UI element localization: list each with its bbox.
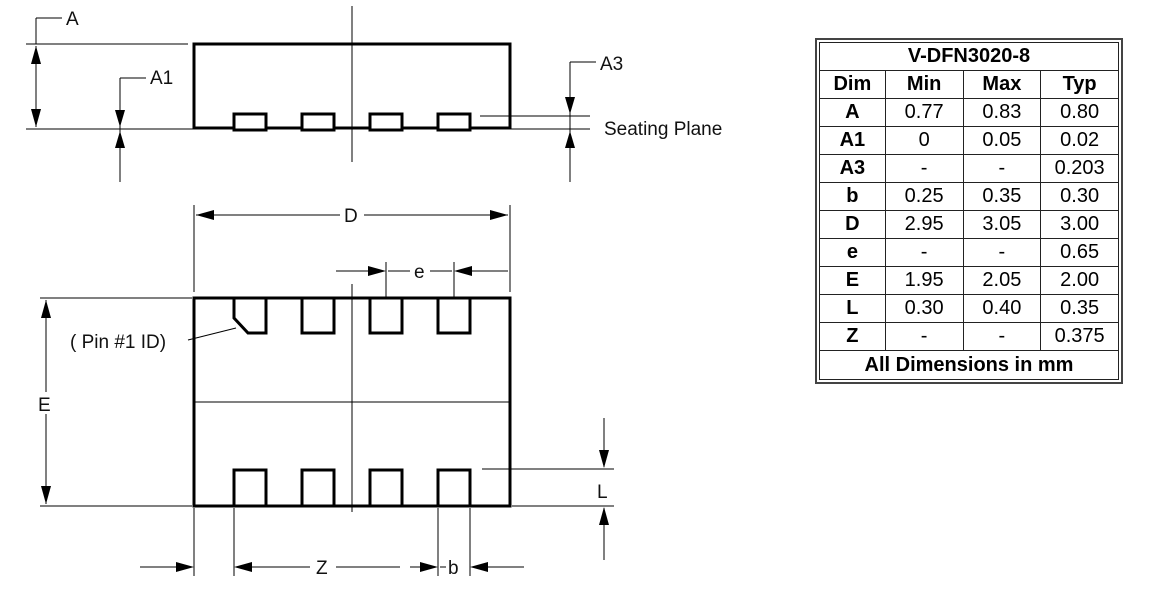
cell-min: 0.25 [884,182,964,211]
cell-dim: A3 [819,154,886,183]
table-row: D 2.95 3.05 3.00 [819,210,1119,239]
pad-top-4 [436,296,472,335]
pad-bottom-1 [232,468,268,508]
table-footer: All Dimensions in mm [819,350,1119,380]
side-pad-1 [232,112,268,132]
table-row: A 0.77 0.83 0.80 [819,98,1119,127]
cell-typ: 0.30 [1040,182,1119,211]
dim-label-d: D [344,206,358,227]
cell-typ: 0.65 [1040,238,1119,267]
table-row: A1 0 0.05 0.02 [819,126,1119,155]
bottom-view: D e ( Pin #1 ID) [38,205,614,579]
cell-min: - [884,238,964,267]
table-row: A3 - - 0.203 [819,154,1119,183]
cell-dim: D [819,210,886,239]
cell-typ: 0.02 [1040,126,1119,155]
cell-typ: 0.203 [1040,154,1119,183]
dim-label-l: L [597,482,608,503]
dimension-table: V-DFN3020-8 Dim Min Max Typ A 0.77 0.83 … [815,38,1123,384]
table-row: b 0.25 0.35 0.30 [819,182,1119,211]
cell-typ: 3.00 [1040,210,1119,239]
cell-min: 0.77 [884,98,964,127]
table-header-min: Min [884,70,964,99]
pad-top-3 [368,296,404,335]
side-pad-3 [368,112,404,132]
cell-max: 0.05 [962,126,1042,155]
cell-min: 1.95 [884,266,964,295]
table-header-dim: Dim [819,70,886,99]
dim-label-a3: A3 [600,54,623,75]
cell-dim: b [819,182,886,211]
cell-max: - [962,238,1042,267]
cell-max: - [962,322,1042,351]
side-view-body [192,42,512,130]
cell-dim: E [819,266,886,295]
cell-min: 0 [884,126,964,155]
cell-max: - [962,154,1042,183]
table-row: L 0.30 0.40 0.35 [819,294,1119,323]
side-pad-2 [300,112,336,132]
dim-label-z: Z [316,558,328,579]
dim-label-a1: A1 [150,68,173,89]
table-title: V-DFN3020-8 [819,42,1119,71]
cell-max: 0.40 [962,294,1042,323]
dim-label-b: b [448,558,459,579]
dim-label-e: e [414,262,425,283]
cell-dim: L [819,294,886,323]
pad-bottom-3 [368,468,404,508]
cell-max: 0.83 [962,98,1042,127]
cell-typ: 0.80 [1040,98,1119,127]
side-pad-4 [436,112,472,132]
cell-max: 3.05 [962,210,1042,239]
dim-label-big-e: E [38,395,51,416]
table-header-max: Max [962,70,1042,99]
pad-bottom-4 [436,468,472,508]
pad-bottom-2 [300,468,336,508]
pin-1-pad [232,296,268,335]
cell-min: 2.95 [884,210,964,239]
cell-min: - [884,154,964,183]
cell-dim: A [819,98,886,127]
cell-max: 2.05 [962,266,1042,295]
seating-plane-label: Seating Plane [604,119,722,140]
table-header-typ: Typ [1040,70,1119,99]
table-row: Z - - 0.375 [819,322,1119,351]
pad-top-2 [300,296,336,335]
cell-typ: 0.375 [1040,322,1119,351]
cell-dim: A1 [819,126,886,155]
table-row: e - - 0.65 [819,238,1119,267]
bottom-view-body [192,296,512,508]
cell-dim: e [819,238,886,267]
cell-typ: 0.35 [1040,294,1119,323]
cell-max: 0.35 [962,182,1042,211]
side-view: A A1 A3 Seating Plane [26,6,722,182]
table-row: E 1.95 2.05 2.00 [819,266,1119,295]
cell-min: 0.30 [884,294,964,323]
cell-min: - [884,322,964,351]
cell-dim: Z [819,322,886,351]
cell-typ: 2.00 [1040,266,1119,295]
pin1-id-label: ( Pin #1 ID) [70,332,166,353]
dim-label-a: A [66,9,79,30]
